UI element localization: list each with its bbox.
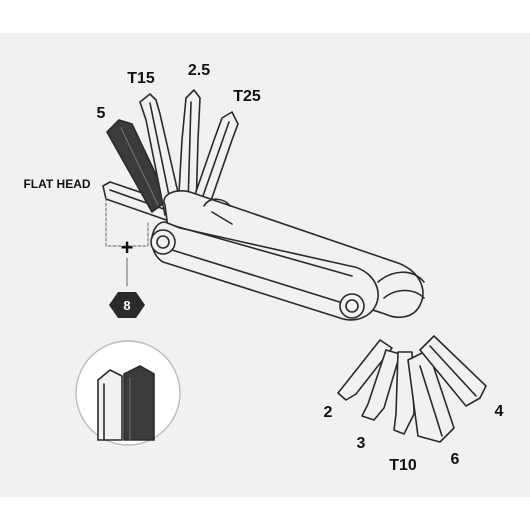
label-t25: T25 [233,88,261,105]
label-hex-6: 6 [451,451,460,468]
label-badge-8: 8 [123,298,130,313]
flat-head-bracket [105,197,149,247]
label-flat-head: FLAT HEAD [23,177,90,191]
hex-2-bit [337,339,393,401]
phillips-plus-icon: + [121,235,134,260]
hex-5-bit [106,119,169,213]
label-hex-2-5: 2.5 [188,62,210,79]
hex-6-bit [407,349,455,443]
badge-8-hexagon [109,292,145,318]
zoom-detail-bits [97,365,155,441]
label-hex-4: 4 [495,403,504,420]
label-hex-2: 2 [324,404,333,421]
label-hex-3: 3 [357,435,366,452]
label-t10: T10 [389,457,417,474]
label-t15: T15 [127,70,155,87]
label-hex-5: 5 [97,105,106,122]
